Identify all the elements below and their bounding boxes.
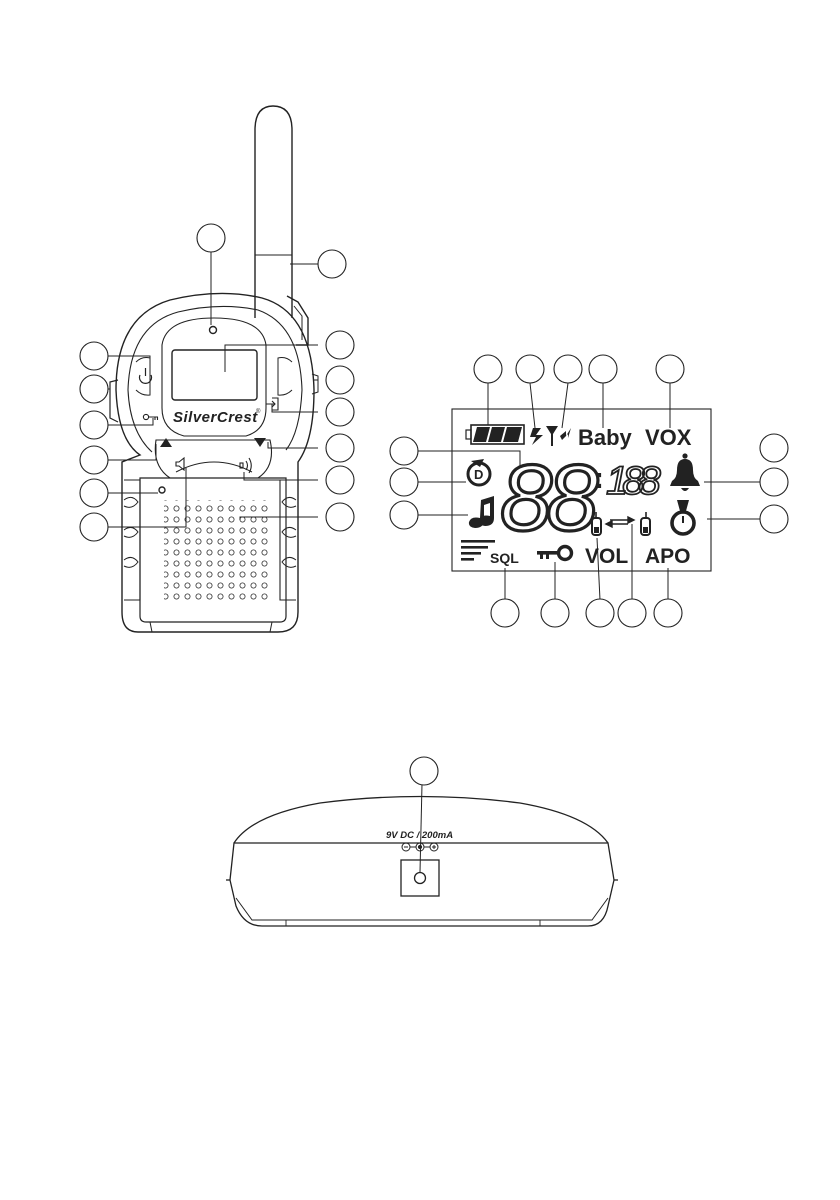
signal-icon — [530, 428, 543, 445]
base-foot — [150, 622, 272, 632]
body-inner-ring — [128, 306, 302, 452]
callout-marker — [586, 599, 614, 627]
base-power-label: 9V DC / 200mA — [386, 830, 453, 841]
base-station — [226, 797, 618, 927]
lcd-big-digits: 88 — [500, 445, 598, 550]
walkie-callout-lines — [98, 252, 318, 527]
lcd-small-digits: 188 — [606, 459, 661, 503]
callout-marker — [491, 599, 519, 627]
callout-marker — [326, 366, 354, 394]
callout-marker — [318, 250, 346, 278]
callout-marker — [654, 599, 682, 627]
callout-marker — [80, 479, 108, 507]
power-button-side[interactable] — [136, 358, 150, 396]
callout-marker — [410, 757, 438, 785]
music-note-icon — [469, 496, 494, 528]
parent-unit-icon — [641, 512, 650, 535]
polarity-icon — [402, 843, 438, 851]
menu-button-side[interactable] — [278, 358, 292, 396]
callout-marker — [80, 411, 108, 439]
link-arrows-icon — [606, 517, 634, 527]
callout-marker — [760, 434, 788, 462]
lcd-vol-label: VOL — [585, 545, 628, 568]
walkie-talkie — [110, 106, 318, 632]
callout-marker — [474, 355, 502, 383]
right-slot-3 — [282, 557, 296, 567]
speaker-grille — [164, 500, 270, 604]
display-window — [172, 350, 257, 400]
callout-marker — [326, 398, 354, 426]
brand-logo: SilverCrest — [173, 409, 258, 426]
microphone-hole — [210, 327, 217, 334]
base-foot-marks — [286, 920, 540, 926]
base-foot-rim — [236, 898, 608, 920]
antenna-icon — [546, 426, 571, 446]
charge-led — [159, 487, 165, 493]
callout-marker — [618, 599, 646, 627]
belt-clip-inner — [294, 306, 302, 340]
dual-watch-label: D — [474, 467, 483, 482]
brand-registered-mark: ® — [256, 408, 261, 415]
callout-marker — [197, 224, 225, 252]
callout-marker — [80, 375, 108, 403]
lcd-display: Baby VOX D 88 : 188 — [452, 409, 711, 571]
callout-marker — [589, 355, 617, 383]
callout-marker — [326, 434, 354, 462]
lcd-vox-label: VOX — [645, 425, 692, 450]
right-slot-2 — [282, 527, 296, 537]
battery-icon — [466, 425, 524, 444]
down-triangle-icon — [254, 438, 266, 447]
antenna — [255, 106, 292, 318]
call-icon — [240, 458, 251, 473]
base-body — [230, 843, 614, 926]
timer-icon — [672, 500, 694, 534]
base-callout-line — [420, 784, 422, 872]
callout-marker — [541, 599, 569, 627]
bell-icon — [670, 453, 700, 491]
callout-marker — [326, 466, 354, 494]
left-slot-3 — [124, 557, 138, 567]
up-triangle-icon — [160, 438, 172, 447]
callout-marker — [80, 513, 108, 541]
callout-marker — [80, 446, 108, 474]
power-jack-icon — [415, 873, 426, 884]
callout-marker — [80, 342, 108, 370]
left-slot-2 — [124, 527, 138, 537]
button-panel — [155, 440, 271, 478]
callout-marker — [326, 503, 354, 531]
left-slot-1 — [124, 497, 138, 507]
lcd-colon: : — [594, 462, 604, 495]
callout-marker — [554, 355, 582, 383]
callout-marker — [390, 468, 418, 496]
callout-marker — [656, 355, 684, 383]
callout-marker — [760, 505, 788, 533]
dual-watch-icon: D — [468, 459, 490, 485]
baby-unit-icon — [592, 512, 601, 535]
callout-marker — [760, 468, 788, 496]
lcd-sql-label: SQL — [490, 550, 519, 566]
callout-marker — [390, 437, 418, 465]
lcd-apo-label: APO — [645, 545, 691, 568]
key-lock-icon — [143, 414, 158, 420]
callout-marker — [326, 331, 354, 359]
callout-marker — [516, 355, 544, 383]
right-slot-1 — [282, 497, 296, 507]
callout-marker — [390, 501, 418, 529]
